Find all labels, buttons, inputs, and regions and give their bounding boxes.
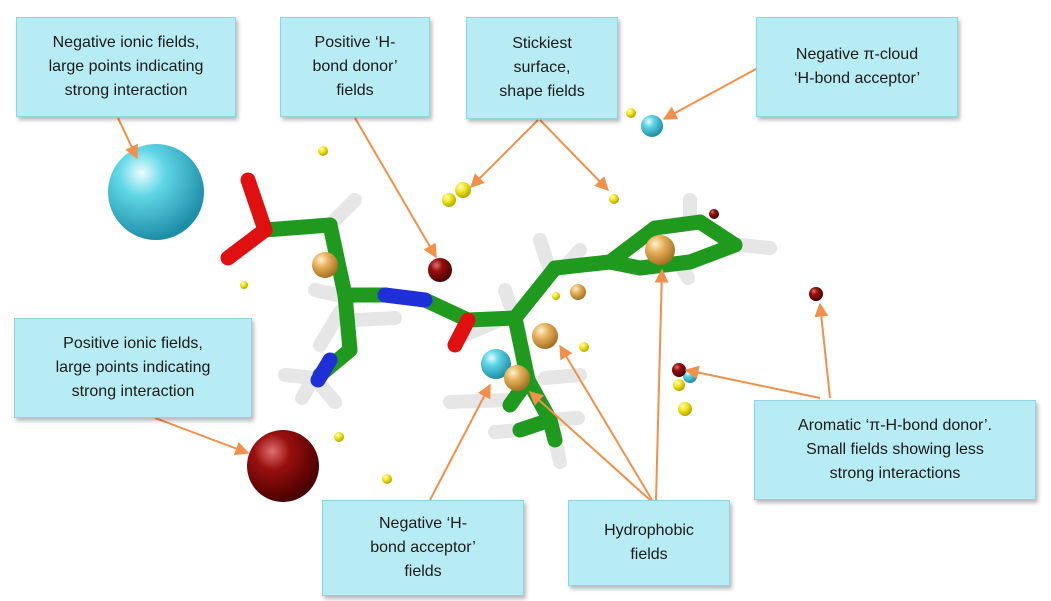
shape-field [579,342,589,352]
negative-pi-field [641,115,663,137]
callout-negative-pi-cloud: Negative π-cloud ‘H-bond acceptor’ [756,17,958,117]
arrow-sticky-1 [470,119,539,188]
callout-aromatic-pi-h-bond-donor: Aromatic ‘π-H-bond donor’. Small fields … [754,400,1036,500]
shape-field [382,474,392,484]
shape-field [442,193,456,207]
shape-field [240,281,248,289]
callout-text: Negative ionic fields, large points indi… [48,34,204,99]
negative-hba-field [481,349,511,379]
shape-field [626,108,636,118]
negative-ionic-field-large [108,144,204,240]
shape-field [609,194,619,204]
shape-field [334,432,344,442]
shape-field [678,402,692,416]
positive-hbd-field [428,258,452,282]
callout-hydrophobic: Hydrophobic fields [568,500,730,586]
hydrophobic-field-2 [645,235,675,265]
callout-positive-h-bond-donor: Positive ‘H- bond donor’ fields [280,17,430,117]
arrow-arom-2 [684,365,821,399]
arrow-neg-pi [662,68,757,120]
callout-negative-ionic: Negative ionic fields, large points indi… [16,17,236,117]
positive-field-small [709,209,719,219]
callout-negative-h-bond-acceptor: Negative ‘H- bond acceptor’ fields [322,500,524,596]
molecule [220,172,777,469]
callout-text: Positive ‘H- bond donor’ fields [312,34,398,99]
callout-text: Positive ionic fields, large points indi… [55,335,211,400]
callout-text: Negative ‘H- bond acceptor’ fields [370,515,476,580]
aromatic-field-1 [809,287,823,301]
arrow-sticky-2 [539,119,609,192]
arrow-pos-hbd [354,117,437,259]
arrow-neg-ionic [117,117,138,160]
callout-text: Hydrophobic fields [604,522,694,563]
hydrophobic-field-5 [570,284,586,300]
shape-field [455,182,471,198]
arrow-hydro-2 [559,344,653,501]
callout-text: Aromatic ‘π-H-bond donor’. Small fields … [798,417,992,482]
hydrophobic-field-1 [312,252,338,278]
arrow-hydro-3 [528,391,651,501]
oxygen-bonds [220,172,476,353]
positive-ionic-field-large [247,430,319,502]
callout-positive-ionic: Positive ionic fields, large points indi… [14,318,252,418]
nitrogen-bonds [310,287,433,388]
arrow-hydro-1 [654,268,669,501]
callout-text: Stickiest surface, shape fields [499,35,585,100]
shape-field [552,292,560,300]
callout-arrows [117,68,831,501]
hydrophobic-field-3 [532,323,558,349]
field-points [108,108,823,502]
arrow-pos-ionic [154,417,250,456]
arrow-arom-1 [814,302,831,399]
shape-field [318,146,328,156]
hydrophobic-field-4 [504,365,530,391]
callout-stickiest-surface: Stickiest surface, shape fields [466,17,618,119]
callout-text: Negative π-cloud ‘H-bond acceptor’ [794,46,920,87]
aromatic-field-2 [672,363,686,377]
arrow-neg-hba [429,383,491,501]
shape-field [673,379,685,391]
